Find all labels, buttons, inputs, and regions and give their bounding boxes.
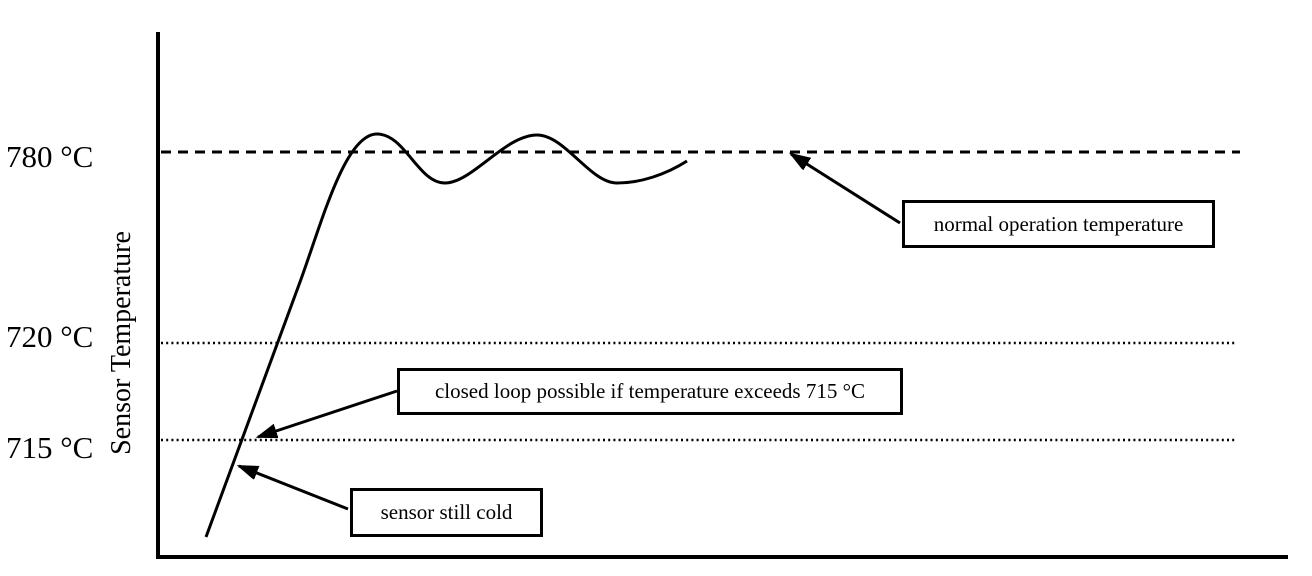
annotation-normal-operation-label: normal operation temperature — [933, 211, 1184, 236]
temperature-curve — [204, 132, 688, 538]
y-tick-label-780: 780 °C — [6, 139, 94, 174]
annotation-normal-operation-temperature: normal operation temperature — [902, 200, 1215, 248]
annotation-sensor-cold-label: sensor still cold — [380, 500, 513, 524]
y-tick-label-720: 720 °C — [6, 319, 94, 354]
arrow-normal-operation — [791, 154, 901, 225]
annotation-closed-loop-label: closed loop possible if temperature exce… — [434, 379, 866, 403]
y-axis-title: Sensor Temperature — [106, 231, 137, 455]
arrow-sensor-cold — [239, 464, 349, 511]
annotation-sensor-still-cold: sensor still cold — [350, 488, 543, 537]
y-tick-label-715: 715 °C — [6, 430, 94, 465]
annotation-closed-loop-possible: closed loop possible if temperature exce… — [397, 368, 903, 415]
arrow-closed-loop — [258, 389, 398, 439]
